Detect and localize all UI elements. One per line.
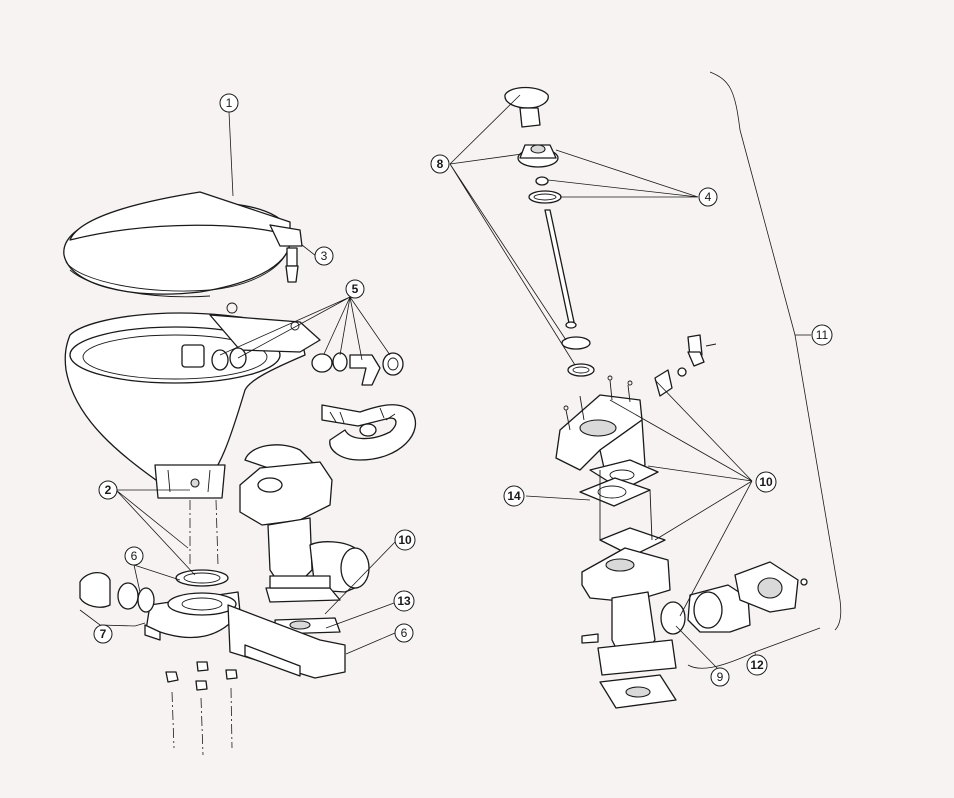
svg-text:6: 6 <box>131 549 138 563</box>
inlet-fittings <box>181 344 404 386</box>
svg-text:13: 13 <box>397 594 411 608</box>
pump-valve-parts <box>654 334 717 397</box>
piston-rod <box>544 209 595 377</box>
bracket-11 <box>709 71 842 631</box>
pump-gasket-stack <box>579 459 666 557</box>
svg-text:12: 12 <box>750 658 764 672</box>
svg-text:2: 2 <box>105 483 112 497</box>
svg-text:1: 1 <box>226 96 233 110</box>
mounting-hardware <box>165 499 238 756</box>
callout-7: 7 <box>93 624 113 644</box>
leader-lines <box>115 94 753 670</box>
outlet-elbow-right <box>660 561 808 635</box>
svg-text:11: 11 <box>816 328 829 342</box>
base-assembly <box>79 569 346 679</box>
callout-10-left: 10 <box>394 529 416 551</box>
callout-6-lower: 6 <box>394 623 414 643</box>
callout-14: 14 <box>503 485 525 507</box>
svg-text:4: 4 <box>705 190 712 204</box>
toilet-seat-lid <box>63 191 303 298</box>
svg-text:8: 8 <box>437 157 444 171</box>
callout-12: 12 <box>746 654 768 676</box>
svg-text:10: 10 <box>398 533 412 547</box>
svg-text:5: 5 <box>352 282 359 296</box>
callout-9: 9 <box>710 667 730 687</box>
callout-1: 1 <box>219 93 239 113</box>
callout-10-right: 10 <box>755 471 777 493</box>
callout-4: 4 <box>698 187 718 207</box>
pump-housing-lower <box>581 547 677 709</box>
callout-6-upper: 6 <box>124 546 144 566</box>
pump-assembly-left <box>239 444 370 635</box>
svg-text:6: 6 <box>401 626 408 640</box>
svg-text:9: 9 <box>717 670 724 684</box>
flush-hose <box>321 404 417 461</box>
svg-text:7: 7 <box>100 627 107 641</box>
callout-13: 13 <box>393 590 415 612</box>
pump-cap <box>517 144 562 204</box>
svg-text:10: 10 <box>759 475 773 489</box>
pump-handle <box>504 86 549 128</box>
callout-11: 11 <box>811 324 833 346</box>
bracket-7 <box>79 609 146 635</box>
svg-text:3: 3 <box>321 249 328 263</box>
callout-3: 3 <box>314 246 334 266</box>
callout-2: 2 <box>98 480 118 500</box>
callout-8: 8 <box>430 154 450 174</box>
svg-text:14: 14 <box>507 489 521 503</box>
callout-5: 5 <box>345 279 365 299</box>
